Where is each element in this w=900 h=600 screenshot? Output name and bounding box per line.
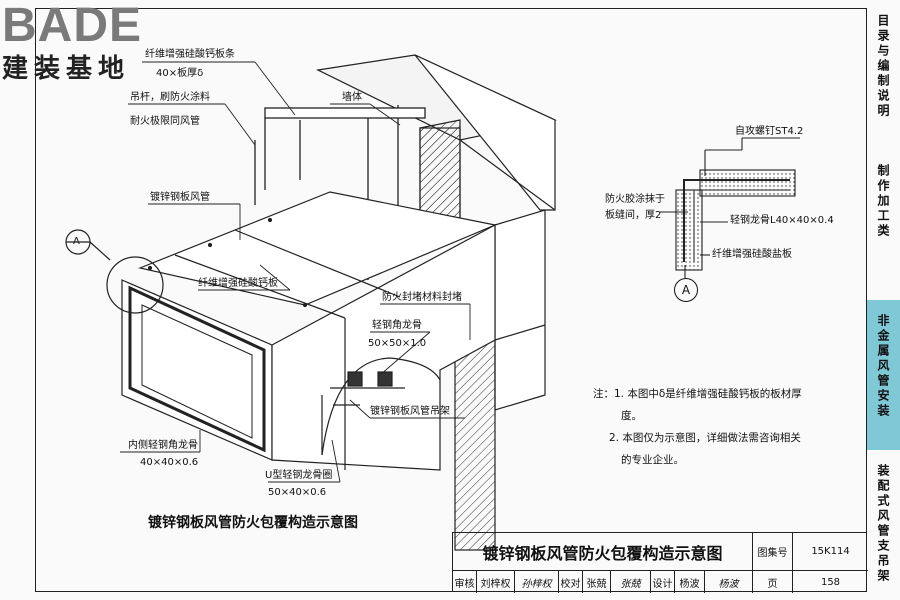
atlas-label: 图集号 bbox=[753, 533, 793, 571]
detail-label-glue2: 板缝间，厚2 bbox=[605, 210, 662, 221]
checker-signature: 张兢 bbox=[611, 571, 651, 593]
label-duct: 镀锌钢板风管 bbox=[150, 192, 210, 203]
note-1-num: 1. bbox=[614, 388, 625, 400]
page-number: 158 bbox=[820, 576, 841, 588]
sidebar-item-support[interactable]: 装配式风管支吊架 bbox=[867, 450, 900, 600]
logo-cjk: 建装基地 bbox=[2, 54, 131, 84]
title-block-title: 镀锌钢板风管防火包覆构造示意图 bbox=[453, 533, 753, 571]
sidebar-item-label: 目录与编制说明 bbox=[876, 14, 890, 119]
note-1-line1: 本图中δ是纤维增强硅酸钙板的板材厚 bbox=[627, 388, 802, 400]
duct-box bbox=[121, 191, 498, 471]
label-strip-size: 40×板厚δ bbox=[156, 68, 204, 79]
sidebar-item-contents[interactable]: 目录与编制说明 bbox=[867, 0, 900, 150]
check-label: 校对 bbox=[559, 571, 583, 593]
detail-circle bbox=[65, 229, 164, 314]
label-board: 纤维增强硅酸钙板 bbox=[198, 278, 278, 289]
sidebar-item-fabrication[interactable]: 制作加工类 bbox=[867, 150, 900, 300]
sidebar-item-label: 装配式风管支吊架 bbox=[876, 464, 890, 584]
label-strip: 纤维增强硅酸钙板条 bbox=[145, 49, 235, 60]
notes-block: 注：1. 本图中δ是纤维增强硅酸钙板的板材厚 度。 2. 本图仅为示意图，详细做… bbox=[593, 383, 833, 471]
detail-label-board: 纤维增强硅酸盐板 bbox=[712, 249, 792, 260]
reviewer-signature: 孙梓权 bbox=[515, 571, 559, 593]
duct-drawing bbox=[65, 54, 800, 551]
detail-label-keel: 轻钢龙骨L40×40×0.4 bbox=[730, 215, 834, 226]
note-2-line1: 本图仅为示意图，详细做法需咨询相关 bbox=[622, 432, 801, 444]
sidebar-item-label: 非金属风管安装 bbox=[876, 314, 890, 419]
leader-lines bbox=[120, 61, 471, 483]
logo-latin: BADE bbox=[2, 0, 143, 52]
logo: BADE 建装基地 bbox=[0, 0, 175, 85]
label-seal: 防火封堵材料封堵 bbox=[382, 292, 462, 303]
reviewer-name: 刘梓权 bbox=[477, 571, 515, 593]
label-angle-size: 50×50×1.0 bbox=[368, 338, 427, 349]
detail-label-screw: 自攻螺钉ST4.2 bbox=[735, 126, 804, 137]
label-u-frame: U型轻钢龙骨圈 bbox=[265, 470, 333, 481]
design-label: 设计 bbox=[651, 571, 675, 593]
title-block: 镀锌钢板风管防火包覆构造示意图 图集号 15K114 审核 刘梓权 孙梓权 校对… bbox=[452, 532, 868, 593]
atlas-number: 15K114 bbox=[793, 533, 868, 571]
label-inner-size: 40×40×0.6 bbox=[140, 457, 199, 468]
label-rod: 吊杆，刷防火涂料 bbox=[130, 92, 210, 103]
checker-name: 张兢 bbox=[583, 571, 611, 593]
review-label: 审核 bbox=[453, 571, 477, 593]
designer-name: 杨波 bbox=[675, 571, 705, 593]
label-angle: 轻钢角龙骨 bbox=[372, 320, 422, 331]
drawing-frame bbox=[35, 8, 867, 592]
note-2-line2: 的专业企业。 bbox=[621, 454, 684, 466]
label-hanger: 镀锌钢板风管吊架 bbox=[370, 406, 450, 417]
notes-prefix: 注： bbox=[593, 388, 614, 400]
drawing-caption: 镀锌钢板风管防火包覆构造示意图 bbox=[148, 515, 358, 531]
detail-mark-a: A bbox=[674, 278, 698, 302]
note-2-num: 2. bbox=[609, 432, 620, 444]
detail-a-drawing bbox=[660, 137, 800, 278]
label-u-size: 50×40×0.6 bbox=[268, 487, 327, 498]
label-rod2: 耐火极限同风管 bbox=[130, 116, 200, 127]
note-1-line2: 度。 bbox=[621, 410, 642, 422]
label-section-mark: A bbox=[73, 236, 80, 247]
label-inner-angle: 内侧轻钢角龙骨 bbox=[128, 440, 198, 451]
wall-block bbox=[316, 54, 557, 237]
label-wall: 墙体 bbox=[342, 92, 362, 103]
page-label: 页 bbox=[753, 571, 793, 593]
detail-label-glue: 防火胶涂抹于 bbox=[605, 194, 665, 205]
sidebar-item-nonmetal-duct[interactable]: 非金属风管安装 bbox=[867, 300, 900, 450]
designer-signature: 杨波 bbox=[705, 571, 753, 593]
wall-lower bbox=[454, 209, 546, 551]
sidebar-item-label: 制作加工类 bbox=[876, 164, 890, 239]
category-sidebar: 目录与编制说明 制作加工类 非金属风管安装 装配式风管支吊架 bbox=[867, 0, 900, 600]
